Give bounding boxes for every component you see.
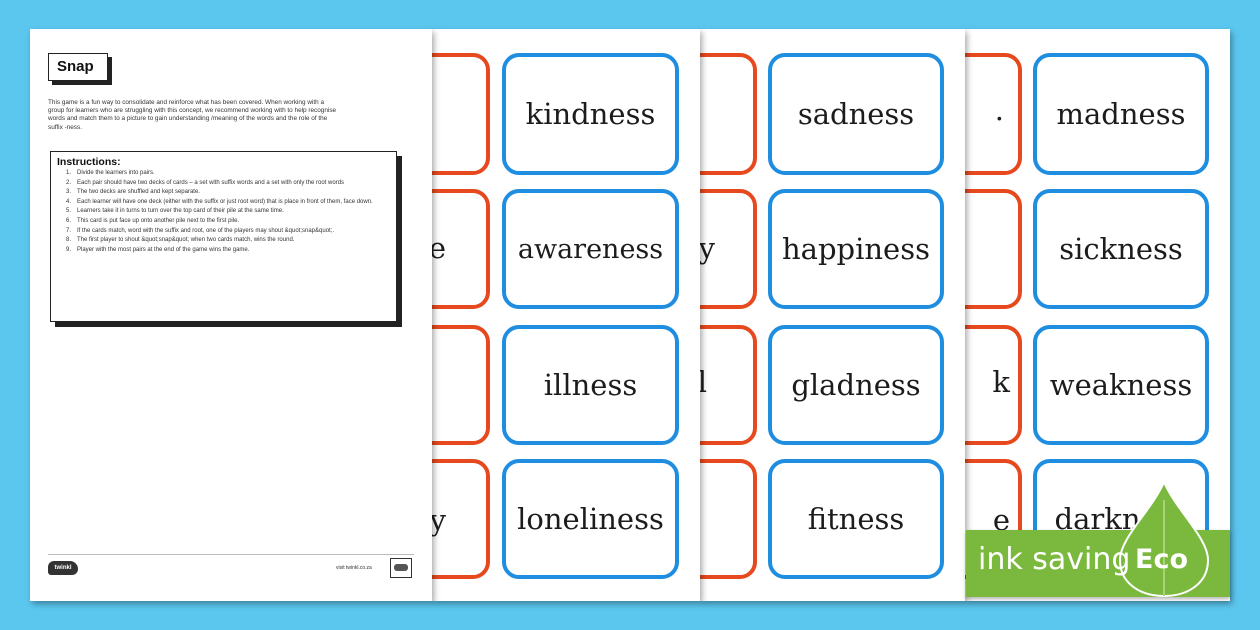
- suffix-card: loneliness: [502, 459, 679, 579]
- step-text: Divide the learners into pairs.: [77, 170, 155, 176]
- ink-saving-label: ink saving: [978, 542, 1131, 577]
- root-card-text: y: [700, 231, 715, 265]
- root-card: y: [700, 189, 757, 309]
- suffix-card: kindness: [502, 53, 679, 175]
- root-card: k: [965, 325, 1022, 445]
- step-number: 8.: [65, 237, 71, 244]
- step-number: 6.: [65, 217, 71, 224]
- step-number: 7.: [65, 227, 71, 234]
- instruction-step: 6. This card is put face up onto another …: [57, 218, 390, 225]
- step-text: Player with the most pairs at the end of…: [77, 246, 250, 253]
- suffix-card: madness: [1033, 53, 1209, 175]
- suffix-word: sadness: [797, 97, 915, 131]
- root-card-text: l: [700, 365, 707, 399]
- suffix-card: illness: [502, 325, 679, 445]
- step-text: Each pair should have two decks of cards…: [77, 179, 345, 186]
- badge-icon: [390, 558, 412, 578]
- root-card-text: y: [432, 503, 446, 537]
- step-text: The first player to shout &quot;snap&quo…: [77, 237, 295, 244]
- instruction-step: 3. The two decks are shuffled and kept se…: [57, 189, 390, 196]
- suffix-word: kindness: [525, 97, 656, 131]
- suffix-word: awareness: [517, 233, 664, 265]
- root-card: [432, 325, 490, 445]
- step-text: Learners take it in turns to turn over t…: [77, 208, 284, 215]
- instruction-step: 5. Learners take it in turns to turn over…: [57, 208, 390, 215]
- suffix-word: loneliness: [517, 502, 664, 536]
- root-card-text: e: [992, 503, 1010, 537]
- root-card: [700, 459, 757, 579]
- suffix-card: gladness: [768, 325, 944, 445]
- suffix-word: madness: [1056, 97, 1186, 131]
- root-card: [965, 189, 1022, 309]
- eco-label: Eco: [1135, 544, 1188, 575]
- instructions-heading: Instructions:: [57, 156, 121, 168]
- suffix-card: awareness: [502, 189, 679, 309]
- suffix-card: fitness: [768, 459, 944, 579]
- suffix-word: happiness: [782, 232, 930, 266]
- footer-divider: [48, 554, 414, 555]
- step-text: The two decks are shuffled and kept sepa…: [77, 189, 200, 196]
- root-card: l: [700, 325, 757, 445]
- suffix-card: sadness: [768, 53, 944, 175]
- step-number: 5.: [65, 208, 71, 215]
- leaf-drop-icon: [1118, 480, 1210, 597]
- step-text: This card is put face up onto another pi…: [77, 217, 240, 224]
- suffix-word: illness: [543, 368, 638, 402]
- instruction-step: 2. Each pair should have two decks of car…: [57, 180, 390, 187]
- card-sheet-2: y l sadness happiness gladness fitness: [700, 29, 965, 601]
- twinkl-logo: twinkl: [48, 561, 78, 575]
- ink-saving-badge: ink saving Eco: [966, 480, 1230, 597]
- step-number: 1.: [65, 170, 71, 176]
- step-number: 4.: [65, 198, 71, 205]
- root-card: .: [432, 53, 490, 175]
- suffix-card: happiness: [768, 189, 944, 309]
- intro-paragraph: This game is a fun way to consolidate an…: [48, 99, 337, 131]
- root-card-text: .: [432, 93, 434, 127]
- suffix-word: fitness: [807, 502, 905, 536]
- root-card-text: .: [994, 93, 1004, 127]
- suffix-card: sickness: [1033, 189, 1209, 309]
- instruction-step: 4. Each learner will have one deck (eithe…: [57, 199, 390, 206]
- footer-website: visit twinkl.co.za: [336, 565, 372, 571]
- root-card-text: e: [432, 231, 446, 265]
- root-card: [700, 53, 757, 175]
- instruction-step: 9. Player with the most pairs at the end …: [57, 247, 390, 254]
- step-number: 2.: [65, 179, 71, 186]
- suffix-word: gladness: [791, 368, 921, 402]
- step-text: Each learner will have one deck (either …: [77, 198, 373, 205]
- page-title: Snap: [48, 53, 108, 81]
- suffix-card: weakness: [1033, 325, 1209, 445]
- instructions-list: 1. Divide the learners into pairs. 2. Each …: [57, 170, 390, 254]
- instruction-step: 1. Divide the learners into pairs.: [57, 170, 390, 177]
- instruction-step: 7. If the cards match, word with the suff…: [57, 228, 390, 235]
- instructions-page: Snap This game is a fun way to consolida…: [30, 29, 432, 601]
- suffix-word: weakness: [1049, 368, 1193, 402]
- root-card: y: [432, 459, 490, 579]
- root-card: .: [965, 53, 1022, 175]
- root-card: e: [432, 189, 490, 309]
- card-sheet-3: . k e madness sickness weakness darkness: [965, 29, 1230, 601]
- card-sheet-1: . e y kindness awareness illness lonelin…: [432, 29, 700, 601]
- step-text: If the cards match, word with the suffix…: [77, 227, 335, 234]
- root-card-text: k: [992, 365, 1010, 399]
- instructions-box: Instructions: 1. Divide the learners into…: [50, 151, 397, 322]
- step-number: 9.: [65, 246, 71, 253]
- suffix-word: sickness: [1059, 232, 1183, 266]
- instruction-step: 8. The first player to shout &quot;snap&q…: [57, 237, 390, 244]
- step-number: 3.: [65, 189, 71, 196]
